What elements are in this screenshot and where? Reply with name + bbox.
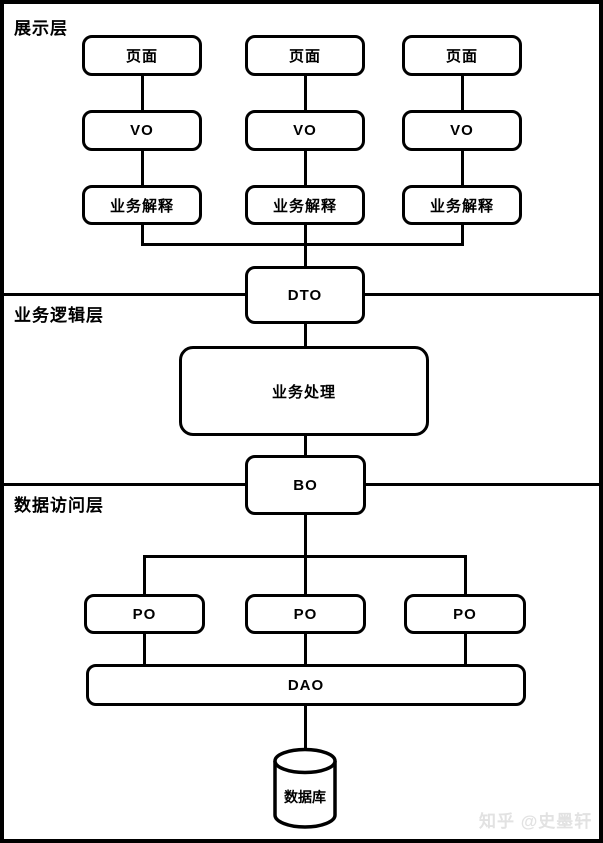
connector-line [303,633,307,666]
connector-line [303,150,307,186]
database-label: 数据库 [284,789,326,805]
layer-label-business: 业务逻辑层 [14,306,104,325]
node-interpret-1: 业务解释 [82,185,202,225]
node-vo-1: VO [82,110,202,151]
layer-label-presentation: 展示层 [14,19,68,38]
connector-line [303,435,307,456]
node-vo-2: VO [245,110,365,151]
node-po-3: PO [404,594,526,634]
connector-line [303,75,307,111]
layer-label-data-access: 数据访问层 [14,496,104,515]
node-dao: DAO [86,664,526,706]
connector-line [142,555,146,596]
node-po-1: PO [84,594,205,634]
connector-line [303,323,307,347]
connector-line [140,75,144,111]
connector-line [142,633,146,666]
connector-line [463,633,467,666]
connector-line [303,514,307,558]
node-interpret-3: 业务解释 [402,185,522,225]
watermark: 知乎 @史墨轩 [479,812,593,831]
database-cylinder-icon [273,747,337,829]
merge-connector-line [140,243,464,246]
node-page-1: 页面 [82,35,202,76]
database-node: 数据库 [272,747,338,831]
node-interpret-2: 业务解释 [245,185,365,225]
connector-line [460,75,464,111]
node-bo: BO [245,455,366,515]
connector-line [460,150,464,186]
node-dto: DTO [245,266,365,324]
node-business-process: 业务处理 [179,346,429,436]
connector-line [140,224,144,245]
connector-line [460,224,464,245]
node-page-3: 页面 [402,35,522,76]
connector-line [303,705,307,750]
node-vo-3: VO [402,110,522,151]
connector-line [463,555,467,596]
connector-line [303,555,307,596]
node-po-2: PO [245,594,366,634]
connector-line [140,150,144,186]
node-page-2: 页面 [245,35,365,76]
